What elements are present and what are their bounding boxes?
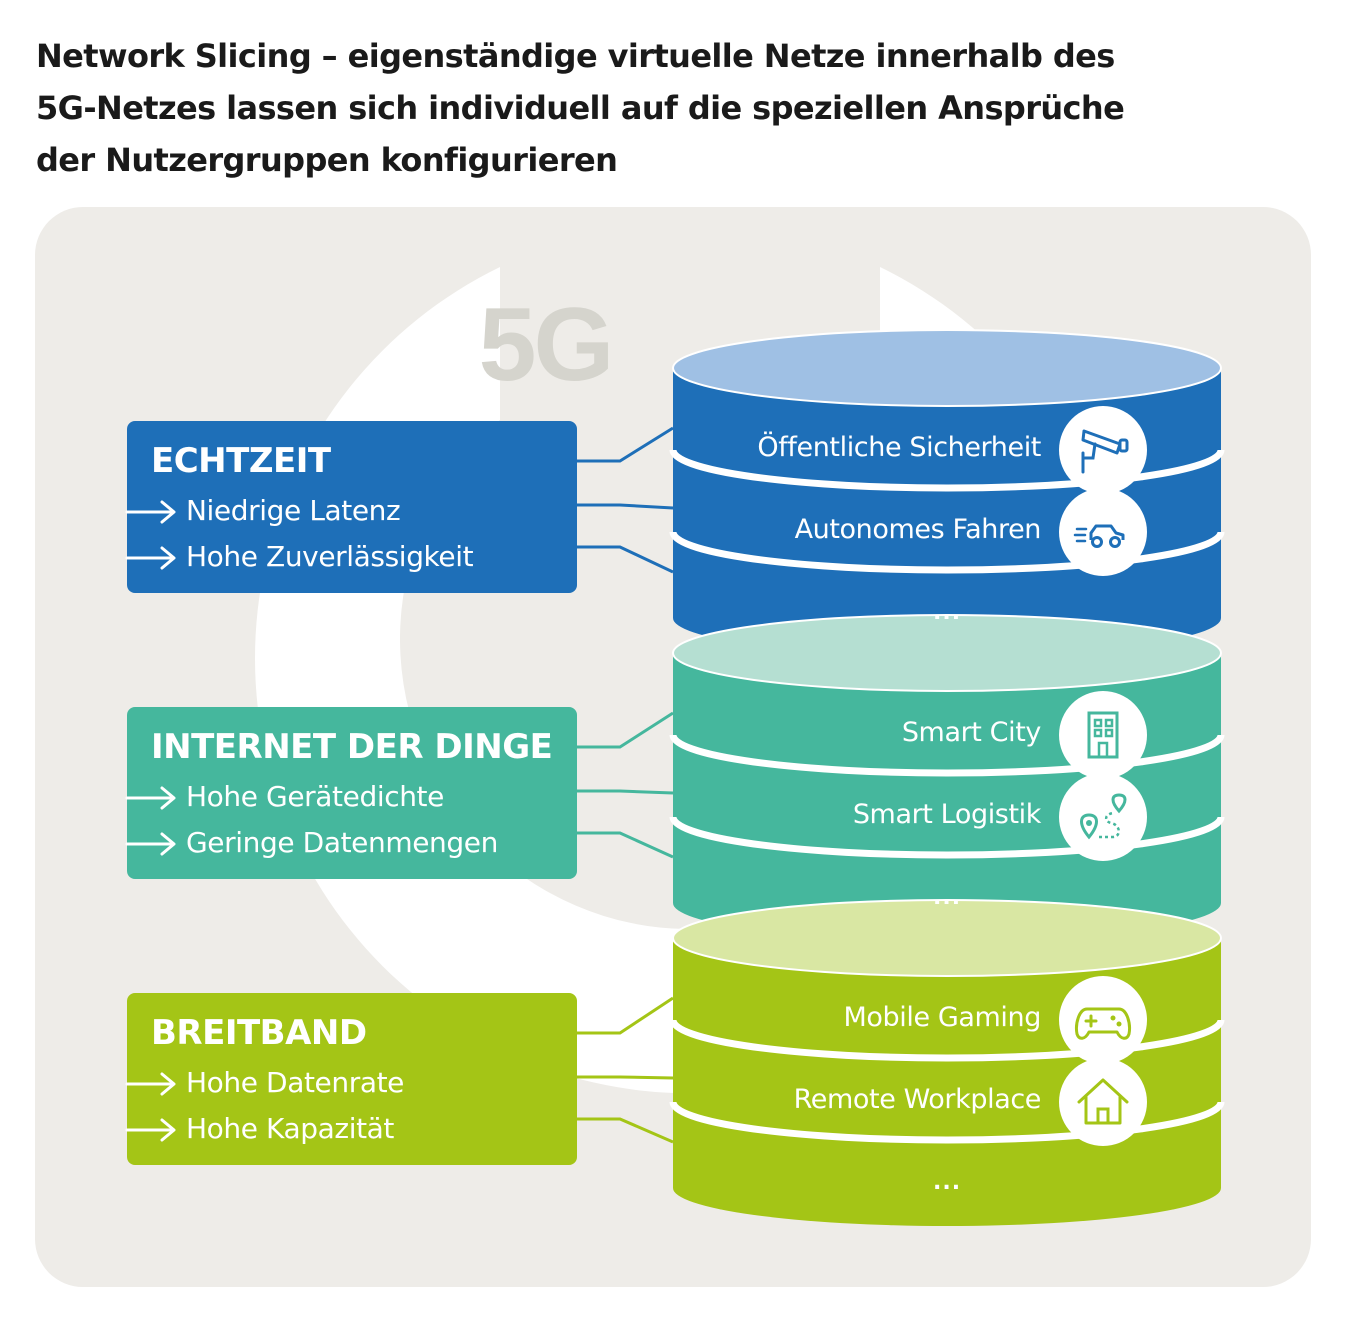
category-bullet: Geringe Datenmengen [186, 826, 498, 859]
car-icon [1059, 488, 1147, 576]
title-line-3: der Nutzergruppen konfigurieren [36, 141, 618, 179]
slice-label: Mobile Gaming [843, 1002, 1042, 1033]
connector-line [577, 996, 674, 1035]
category-box [127, 707, 577, 879]
building-icon [1059, 691, 1147, 779]
category-title: BREITBAND [151, 1013, 367, 1053]
house-icon [1059, 1058, 1147, 1146]
connector-line [577, 503, 674, 510]
category-bullet: Niedrige Latenz [186, 494, 401, 527]
connector-line [577, 545, 674, 574]
title-line-2: 5G-Netzes lassen sich individuell auf di… [36, 89, 1125, 127]
arrow-icon [125, 1072, 176, 1096]
slice-separator [669, 531, 1225, 574]
category-title: ECHTZEIT [151, 441, 331, 481]
arrow-icon [125, 1118, 176, 1142]
connector-line [577, 789, 674, 795]
connector-line [577, 1075, 674, 1080]
slice-group-0 [125, 329, 1225, 656]
slice-label: Remote Workplace [793, 1084, 1042, 1115]
slice-separator [669, 734, 1225, 777]
camera-icon [1059, 406, 1147, 494]
slice-separator [669, 449, 1225, 492]
more-slices-label: ... [933, 885, 962, 910]
page-title: Network Slicing – eigenständige virtuell… [36, 30, 1286, 186]
arrow-icon [125, 832, 176, 856]
category-box [127, 993, 577, 1165]
cylinder-top [672, 899, 1222, 977]
arrow-icon [125, 786, 176, 810]
connector-line [577, 711, 674, 749]
slice-label: Öffentliche Sicherheit [757, 432, 1041, 463]
category-box [127, 421, 577, 593]
connector-line [577, 831, 674, 859]
category-bullet: Hohe Kapazität [186, 1112, 395, 1145]
slice-label: Smart City [901, 717, 1042, 748]
cylinder-top [672, 329, 1222, 407]
slice-separator [669, 1101, 1225, 1144]
more-slices-label: ... [933, 600, 962, 625]
slice-label: Smart Logistik [852, 799, 1042, 830]
title-line-1: Network Slicing – eigenständige virtuell… [36, 37, 1115, 75]
category-bullet: Hohe Datenrate [186, 1066, 405, 1099]
slice-group-1 [125, 614, 1225, 941]
slice-label: Autonomes Fahren [794, 514, 1042, 545]
slice-separator [669, 816, 1225, 859]
5g-watermark: 5G [479, 287, 612, 403]
slice-separator [669, 1019, 1225, 1062]
more-slices-label: ... [933, 1170, 962, 1195]
category-bullet: Hohe Gerätedichte [186, 780, 444, 813]
route-icon [1059, 773, 1147, 861]
gamepad-icon [1059, 976, 1147, 1064]
cylinder-top [672, 614, 1222, 692]
arrow-icon [125, 500, 176, 524]
slice-group-2 [125, 899, 1225, 1226]
connector-line [577, 1117, 674, 1144]
connector-line [577, 426, 674, 463]
category-bullet: Hohe Zuverlässigkeit [186, 540, 474, 573]
category-title: INTERNET DER DINGE [151, 727, 553, 767]
arrow-icon [125, 546, 176, 570]
